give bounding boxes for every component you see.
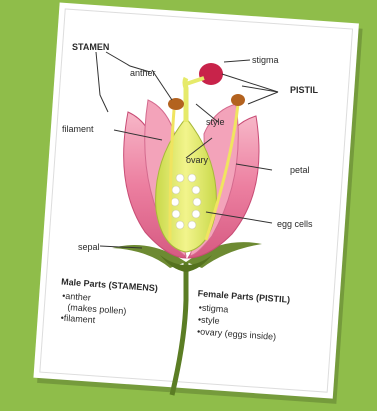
label-petal: petal: [290, 165, 310, 175]
label-style: style: [206, 117, 225, 127]
male-parts-item: •anther: [62, 291, 91, 303]
label-egg-cells: egg cells: [277, 219, 313, 229]
style-shape: [185, 78, 186, 122]
label-ovary: ovary: [186, 155, 209, 165]
label-filament: filament: [62, 124, 94, 134]
label-sepal: sepal: [78, 242, 100, 252]
stigma-shape: [199, 63, 223, 85]
female-parts-item: •style: [198, 314, 220, 325]
label-pistil: PISTIL: [290, 85, 319, 95]
label-stamen: STAMEN: [72, 42, 109, 52]
label-anther: anther: [130, 68, 156, 78]
label-stigma: stigma: [252, 55, 279, 65]
female-parts-item: •stigma: [198, 302, 228, 314]
